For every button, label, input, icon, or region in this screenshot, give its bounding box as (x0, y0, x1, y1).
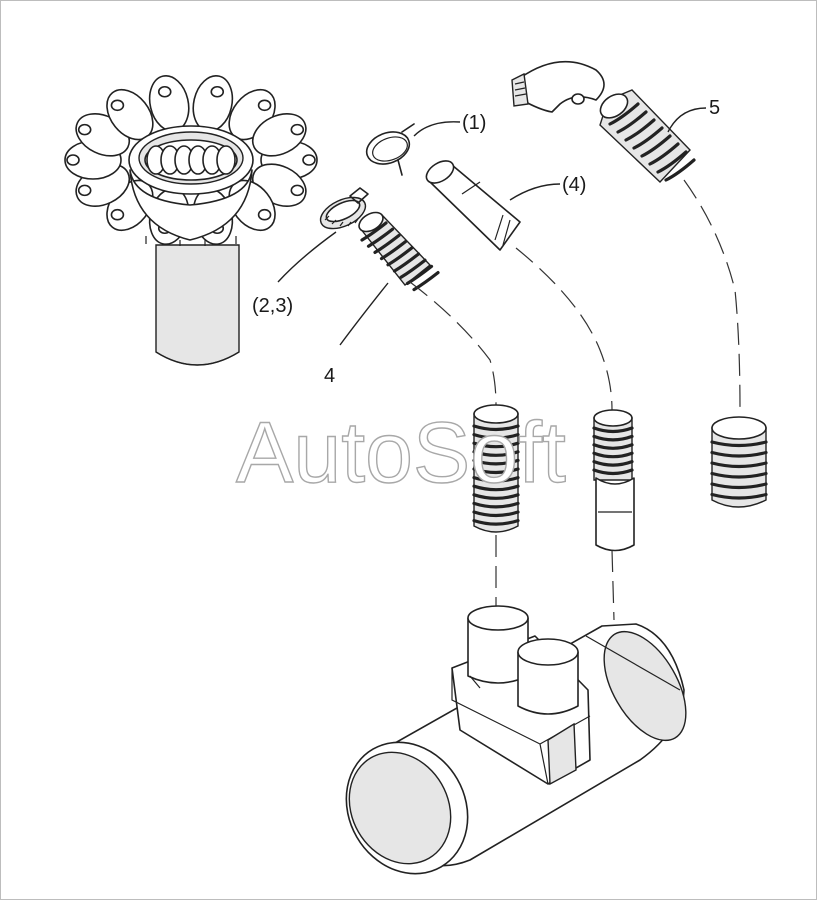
straight-fitting-part-4-paren (425, 160, 521, 251)
callout-part-2-3: (2,3) (252, 295, 294, 317)
leader-lines (277, 107, 707, 346)
callout-part-4-paren: (4) (562, 174, 587, 196)
callout-part-5: 5 (709, 97, 721, 119)
hose-clamp-part-2-3 (319, 187, 369, 230)
hose-section-right (710, 416, 768, 508)
flexible-hose-part-5 (599, 89, 696, 183)
callout-part-1: (1) (462, 112, 487, 134)
corrugated-hose-with-sleeve (592, 409, 635, 552)
corrugated-hose-long (472, 404, 520, 533)
spray-manifold-head (64, 75, 318, 366)
callout-part-4: 4 (324, 365, 336, 387)
spring-clip-part-1 (365, 123, 415, 176)
corrugated-hose-part-4 (358, 211, 440, 292)
t-connector-body (345, 605, 687, 875)
assembly-guide-lines (409, 179, 741, 621)
watermark: AutoSoft (235, 405, 566, 501)
elbow-fitting (511, 60, 605, 113)
